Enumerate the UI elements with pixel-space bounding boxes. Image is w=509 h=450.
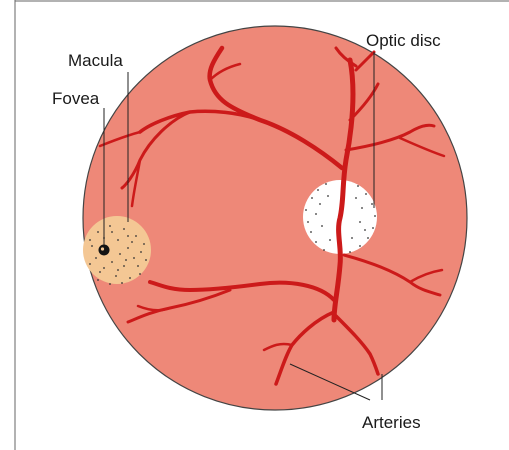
fovea-highlight <box>101 247 104 250</box>
macula-label: Macula <box>68 51 123 70</box>
optic-disc-label: Optic disc <box>366 31 441 50</box>
fovea-spot <box>99 245 110 256</box>
retina-fundus <box>83 26 467 410</box>
fovea-label: Fovea <box>52 89 100 108</box>
arteries-label: Arteries <box>362 413 421 432</box>
